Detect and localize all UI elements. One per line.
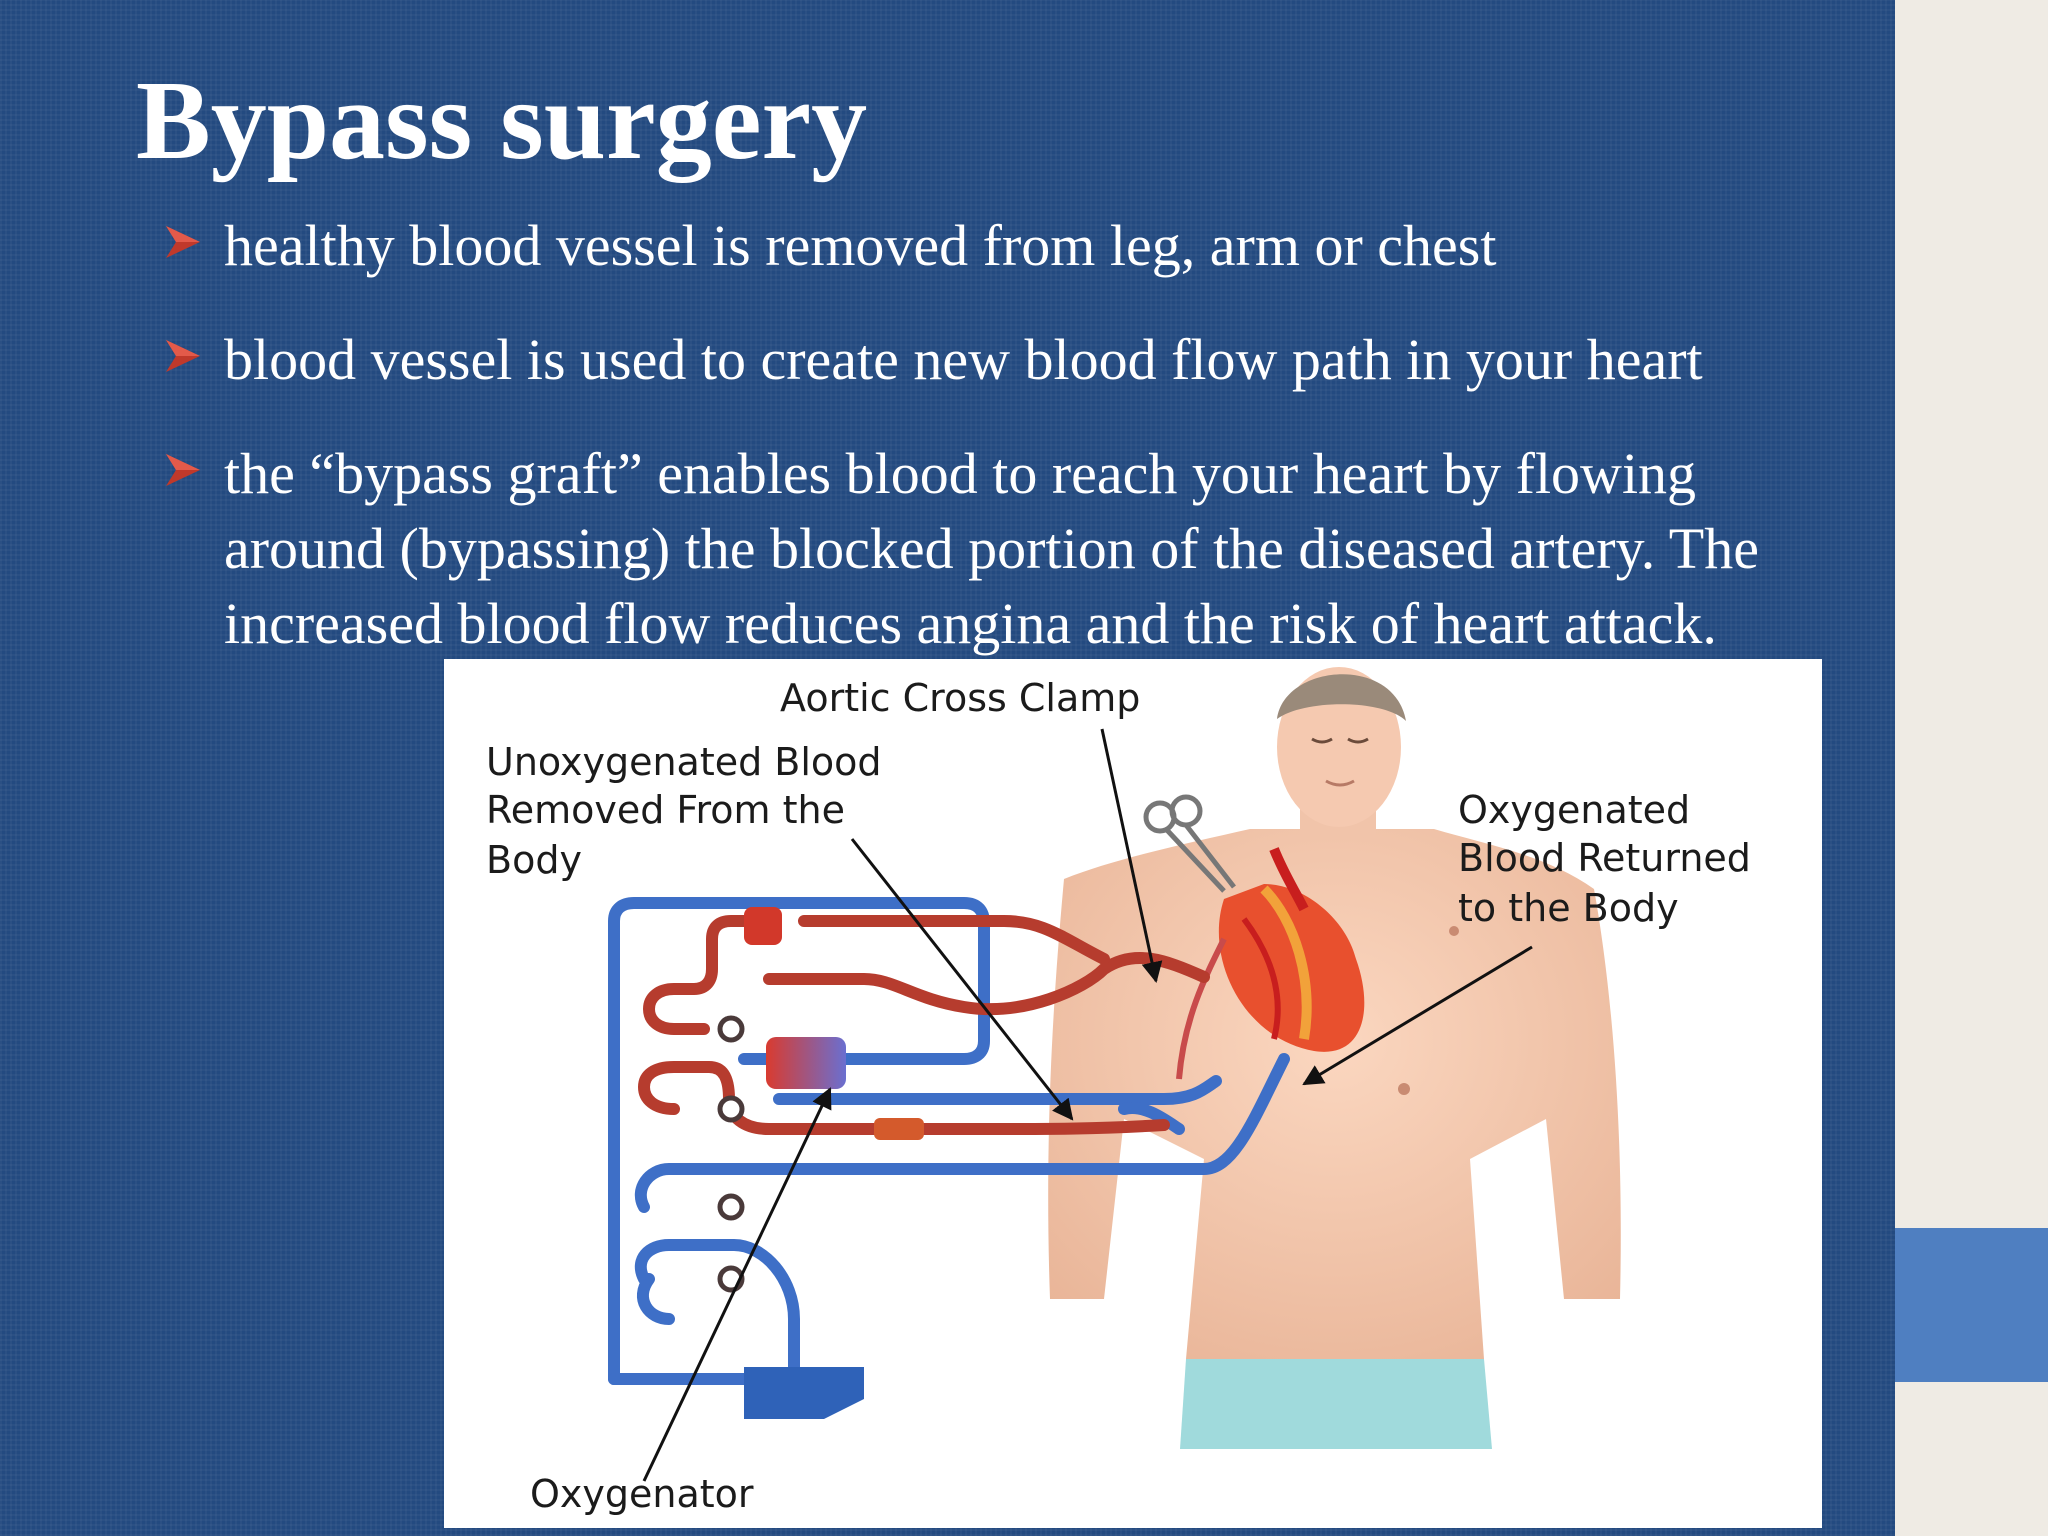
bullet-text: blood vessel is used to create new blood… — [224, 327, 1703, 392]
filter-unit — [874, 1118, 924, 1140]
arrowhead-bullet-icon — [166, 454, 200, 486]
patient-figure — [1048, 667, 1621, 1449]
arrowhead-bullet-icon — [166, 340, 200, 372]
bypass-illustration: Aortic Cross Clamp Unoxygenated Blood Re… — [486, 667, 1751, 1516]
roller-pumps — [717, 1015, 745, 1293]
pointer-arrows — [642, 728, 1533, 1482]
label-unoxygenated-line2: Removed From the — [486, 788, 845, 832]
label-oxygenated-line2: Blood Returned — [1458, 836, 1751, 880]
label-unoxygenated-line1: Unoxygenated Blood — [486, 740, 882, 784]
bullet-item: the “bypass graft” enables blood to reac… — [160, 436, 1895, 661]
clamp-illustration — [1143, 794, 1236, 893]
bullet-item: blood vessel is used to create new blood… — [160, 322, 1895, 397]
red-tubing — [637, 915, 1210, 1135]
slide-background: Bypass surgery healthy blood vessel is r… — [0, 0, 1895, 1536]
bypass-diagram: Aortic Cross Clamp Unoxygenated Blood Re… — [444, 659, 1822, 1528]
arrowhead-bullet-icon — [166, 226, 200, 258]
bullet-list: healthy blood vessel is removed from leg… — [160, 208, 1895, 700]
label-aortic-cross-clamp: Aortic Cross Clamp — [780, 676, 1140, 720]
heart-illustration — [1176, 847, 1365, 1080]
label-unoxygenated-line3: Body — [486, 838, 582, 882]
label-oxygenator: Oxygenator — [530, 1472, 754, 1516]
label-oxygenated-line1: Oxygenated — [1458, 788, 1690, 832]
pump-head-top — [744, 907, 782, 945]
oxygenator-reservoir — [744, 1367, 864, 1419]
oxygenator-unit — [766, 1037, 846, 1089]
slide-title: Bypass surgery — [136, 59, 868, 183]
label-oxygenated-line3: to the Body — [1458, 886, 1679, 930]
bullet-text: the “bypass graft” enables blood to reac… — [224, 441, 1759, 656]
bullet-item: healthy blood vessel is removed from leg… — [160, 208, 1895, 283]
side-accent-block — [1895, 1228, 2048, 1382]
bullet-text: healthy blood vessel is removed from leg… — [224, 213, 1497, 278]
